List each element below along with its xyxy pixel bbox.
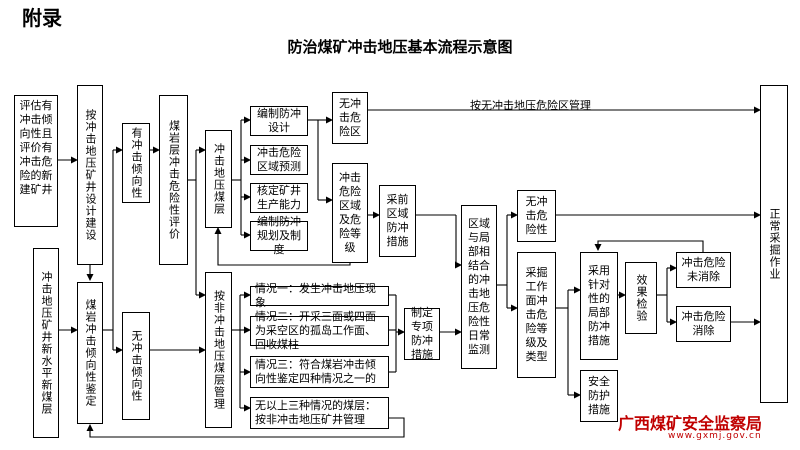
node-risk-eval: 煤岩层冲击危险性评价 <box>159 95 188 265</box>
node-burst-seam: 冲击地压煤层 <box>205 130 232 228</box>
node-face-risk-level: 采掘工作面冲击危险等级及类型 <box>517 252 556 378</box>
node-eval-new: 评估有冲击倾向性且评价有冲击危险的新建矿井 <box>14 95 58 227</box>
node-no-risk: 无冲击危险性 <box>517 190 556 242</box>
node-verify-capacity: 核定矿井生产能力 <box>250 183 308 213</box>
node-safety-measures: 安全防护措施 <box>580 370 618 422</box>
node-tendency-appraisal: 煤岩冲击倾向性鉴定 <box>77 282 103 424</box>
diagram-title: 防治煤矿冲击地压基本流程示意图 <box>287 38 513 56</box>
node-effect-check: 效果检验 <box>625 262 657 334</box>
node-case2: 情况二：开采三面或四面为采空区的孤岛工作面、回收煤柱 <box>250 310 389 351</box>
node-region-predict: 冲击危险区域预测 <box>250 145 308 175</box>
node-nonburst-seam: 按非冲击地压煤层管理 <box>205 272 232 428</box>
node-prep-plan: 编制防冲规划及制度 <box>250 215 308 256</box>
node-has-tendency: 有冲击倾向性 <box>122 123 150 203</box>
node-regional-local: 区域与局部相结合的冲击地压危险性日常监测 <box>461 205 497 369</box>
edge-label-non-risk: 按无冲击地压危险区管理 <box>470 99 591 112</box>
node-no-risk-zone: 无冲击危险区 <box>332 92 368 144</box>
node-case4: 无以上三种情况的煤层：按非冲击地压矿井管理 <box>250 397 389 429</box>
node-no-tendency: 无冲击倾向性 <box>122 312 150 420</box>
node-risk-zone-level: 冲击危险区域及危险等级 <box>332 163 368 263</box>
node-prep-design: 编制防冲设计 <box>250 106 308 136</box>
node-new-level: 冲击地压矿井新水平新煤层 <box>33 248 59 438</box>
watermark-title: 广西煤矿安全监察局 <box>618 414 763 433</box>
node-pre-mining: 采前区域防冲措施 <box>379 185 416 257</box>
node-not-eliminated: 冲击危险未消除 <box>676 252 731 288</box>
appendix-label: 附录 <box>22 6 62 30</box>
node-normal-ops: 正常采掘作业 <box>760 85 788 403</box>
node-case3: 情况三：符合煤岩冲击倾向性鉴定四种情况之一的 <box>250 356 389 388</box>
watermark-url: www.gxmj.gov.cn <box>668 431 762 441</box>
node-targeted-measures: 采用针对性的局部防冲措施 <box>580 252 618 360</box>
node-design-mine: 按冲击地压矿井设计建设 <box>77 85 103 265</box>
node-eliminated: 冲击危险消除 <box>676 306 731 342</box>
node-case1: 情况一：发生冲击地压现象 <box>250 282 389 309</box>
node-make-measures: 制定专项防冲措施 <box>404 306 440 361</box>
